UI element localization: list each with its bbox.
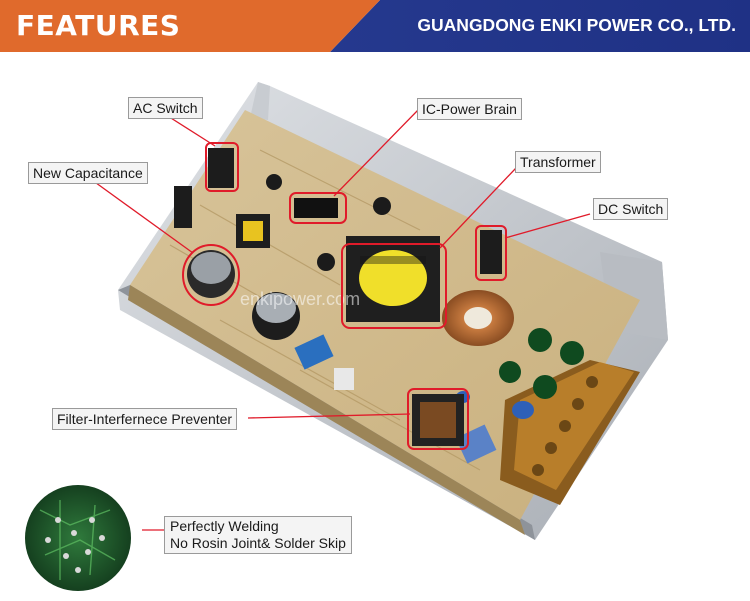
callout-welding: Perfectly Welding No Rosin Joint& Solder… xyxy=(164,516,352,554)
dc-switch-highlight xyxy=(475,225,507,281)
toroid-coil xyxy=(442,290,514,346)
company-name: GUANGDONG ENKI POWER CO., LTD. xyxy=(417,15,736,35)
callout-ac-switch: AC Switch xyxy=(128,97,203,119)
filter-highlight xyxy=(407,388,469,450)
callout-welding-line2: No Rosin Joint& Solder Skip xyxy=(170,535,346,551)
transformer-highlight xyxy=(341,243,447,329)
callout-filter: Filter-Interfernece Preventer xyxy=(52,408,238,430)
header-title-band xyxy=(0,0,380,52)
switch-heatsinks xyxy=(174,148,502,390)
highlight-boxes xyxy=(182,142,507,450)
ac-switch-highlight xyxy=(205,142,239,192)
product-photo: enkipower.com xyxy=(0,52,750,601)
callout-ic-power-brain: IC-Power Brain xyxy=(417,98,522,120)
watermark: enkipower.com xyxy=(240,289,360,309)
header-company-band xyxy=(330,0,750,52)
capacitance-highlight xyxy=(182,244,240,306)
solder-closeup-image xyxy=(25,485,131,591)
page-title: FEATURES xyxy=(16,9,181,42)
callout-welding-line1: Perfectly Welding xyxy=(170,518,279,534)
main-transformer xyxy=(346,236,440,322)
small-transformer xyxy=(236,214,270,248)
leader-lines xyxy=(91,107,591,531)
ic-highlight xyxy=(289,192,347,224)
filter-inductor xyxy=(412,394,464,446)
callout-dc-switch: DC Switch xyxy=(593,198,669,220)
capacitors xyxy=(187,174,584,464)
callout-transformer: Transformer xyxy=(515,151,601,173)
callout-new-capacitance: New Capacitance xyxy=(28,162,148,184)
header-banner: FEATURES GUANGDONG ENKI POWER CO., LTD. xyxy=(0,0,750,52)
